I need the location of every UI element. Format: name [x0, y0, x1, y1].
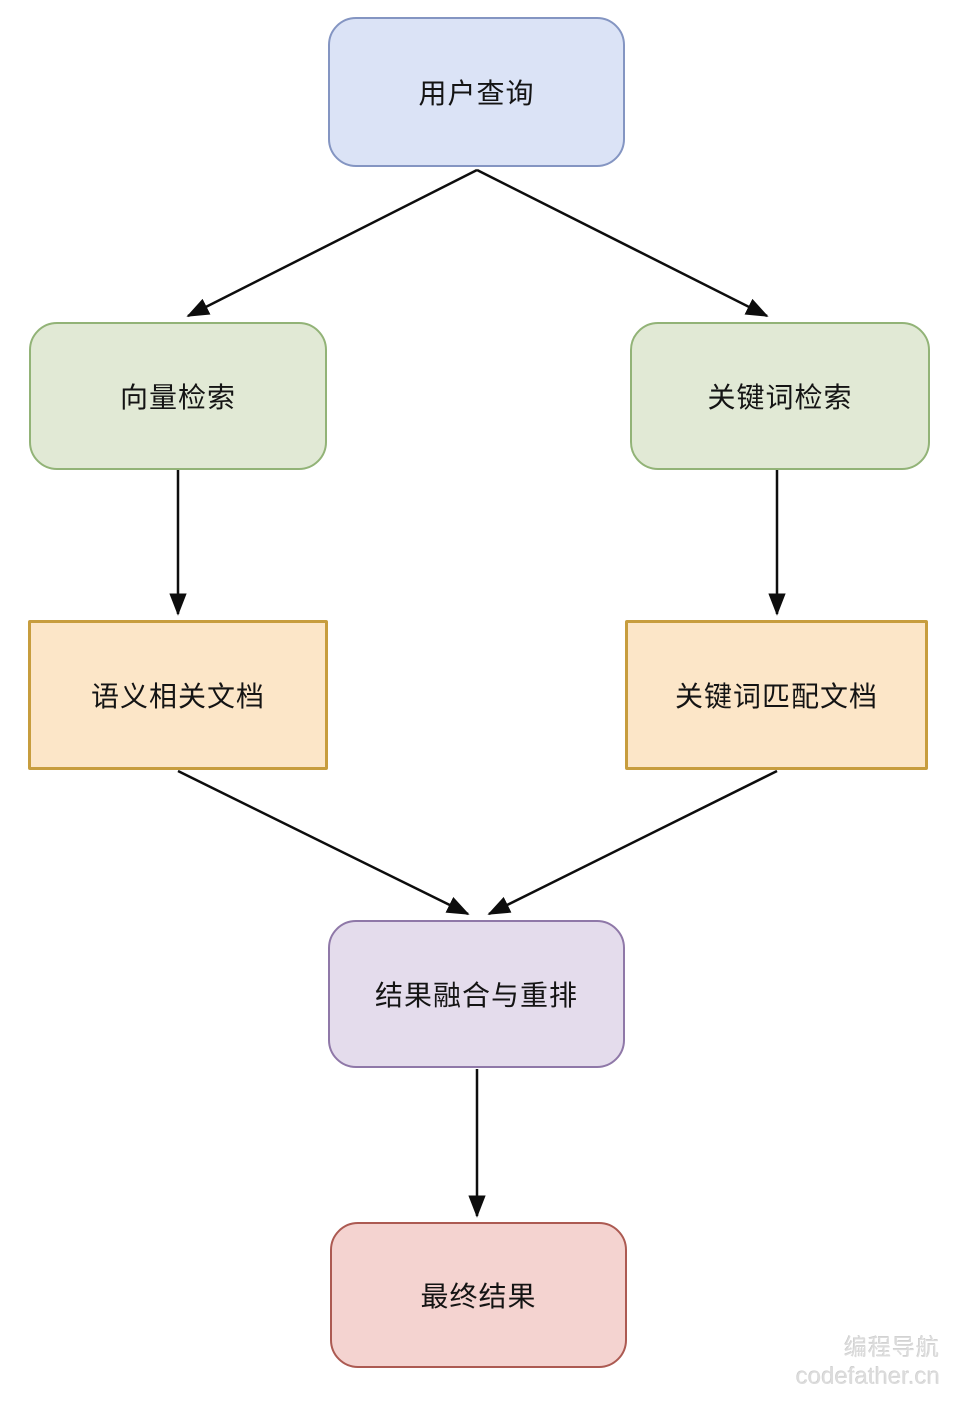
node-semantic-docs: 语义相关文档 — [28, 620, 328, 770]
watermark: 编程导航 codefather.cn — [796, 1333, 940, 1392]
node-final-result-label: 最终结果 — [420, 1281, 537, 1312]
node-fusion-rerank: 结果融合与重排 — [328, 920, 625, 1068]
node-fusion-rerank-label: 结果融合与重排 — [374, 980, 578, 1011]
edge-semanticdocs-fusion — [177, 769, 470, 916]
node-user-query: 用户查询 — [328, 17, 625, 167]
node-vector-retrieval-label: 向量检索 — [119, 382, 236, 413]
node-keyword-retrieval: 关键词检索 — [630, 322, 930, 470]
edge-userquery-keyword — [476, 168, 769, 318]
node-keyword-retrieval-label: 关键词检索 — [707, 382, 853, 413]
watermark-brand: 编程导航 — [844, 1334, 940, 1361]
node-final-result: 最终结果 — [330, 1222, 627, 1368]
node-keyword-docs-label: 关键词匹配文档 — [674, 681, 878, 712]
edge-userquery-vector — [186, 168, 478, 318]
edge-keyworddocs-fusion — [487, 769, 778, 916]
node-semantic-docs-label: 语义相关文档 — [90, 681, 265, 712]
node-keyword-docs: 关键词匹配文档 — [625, 620, 928, 770]
node-user-query-label: 用户查询 — [418, 78, 535, 109]
node-vector-retrieval: 向量检索 — [29, 322, 327, 470]
watermark-domain: codefather.cn — [795, 1363, 940, 1390]
